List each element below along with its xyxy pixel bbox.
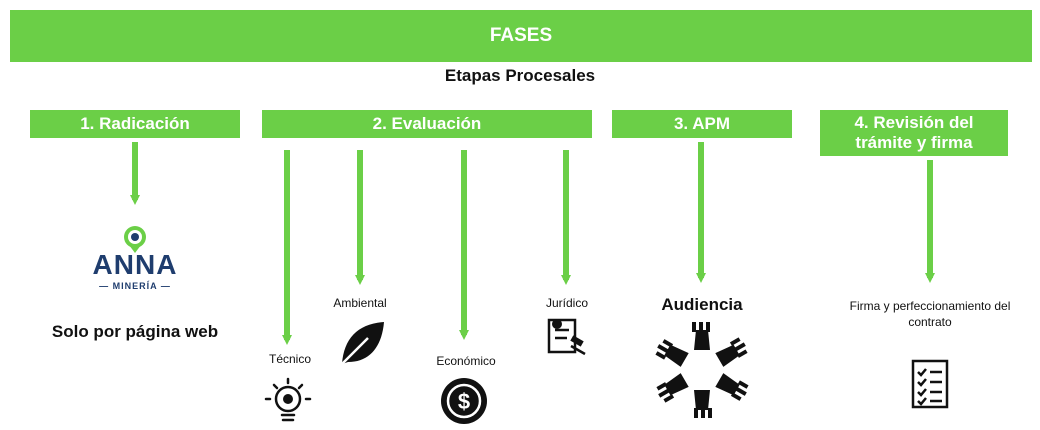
subtitle: Etapas Procesales xyxy=(444,66,596,85)
firma-label: Firma y perfeccionamiento del contrato xyxy=(849,299,1011,329)
svg-text:$: $ xyxy=(458,389,470,414)
phase-revision: 4. Revisión del trámite y firma xyxy=(820,110,1008,156)
checklist-icon xyxy=(911,359,949,409)
phase-evaluacion: 2. Evaluación xyxy=(262,110,592,138)
phase-radicacion: 1. Radicación xyxy=(30,110,240,138)
tecnico-label: Técnico xyxy=(268,352,312,366)
economico-label: Económico xyxy=(436,354,496,368)
audiencia-label: Audiencia xyxy=(661,295,743,314)
legal-document-icon xyxy=(547,318,586,356)
lightbulb-gear-icon xyxy=(264,377,312,422)
phases-banner: FASES xyxy=(10,10,1032,62)
juridico-label: Jurídico xyxy=(545,296,589,310)
logo-tagline: — MINERÍA — xyxy=(99,281,171,291)
hands-circle-icon xyxy=(655,322,749,418)
ambiental-label: Ambiental xyxy=(333,296,387,310)
phase-apm: 3. APM xyxy=(612,110,792,138)
location-pin-icon xyxy=(124,226,146,253)
dollar-coin-icon: $ xyxy=(441,378,487,424)
leaf-icon xyxy=(341,322,384,365)
anna-mineria-logo: ANNA — MINERÍA — xyxy=(75,225,195,295)
logo-wordmark: ANNA xyxy=(92,249,178,280)
radicacion-text: Solo por página web xyxy=(51,322,219,341)
